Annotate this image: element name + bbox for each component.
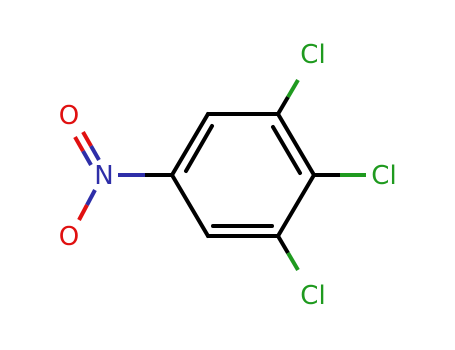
ring-bond-6 [170,112,210,177]
oxygen-bottom-label: O [59,222,79,252]
aromatic-double-bonds [184,124,302,228]
nitrogen-oxygen-single-bond [77,189,97,221]
chlorine-bot-label: Cl [300,281,325,311]
chlorine-bonds [276,78,366,272]
ring-bond-3 [276,173,316,238]
chlorine-top-label: Cl [300,40,325,70]
inner-bond-right [271,125,302,175]
oxygen-top-label: O [59,101,79,131]
bond-n-o-top-2b [73,136,85,152]
bond-n-o-top-1b [81,131,93,147]
inner-bond-left [184,124,214,173]
bond-n-o-top-1a [89,145,101,161]
bond-c-cl-bot-a [276,234,290,255]
bond-c-cl-bot-b [286,251,300,272]
ring-bond-5 [170,173,210,238]
nitrogen-oxygen-double-bond [73,131,101,166]
nitrogen-label: N [94,161,113,191]
bond-c-cl-top-b [286,78,300,99]
bond-c-cl-top-a [276,95,290,116]
bond-n-o-top-2a [81,150,93,166]
bond-n-o-bot-b [77,204,89,221]
chlorine-mid-label: Cl [371,161,396,191]
bond-n-o-bot-a [85,189,97,206]
benzene-ring [170,112,316,238]
ring-bond-2 [276,112,316,177]
